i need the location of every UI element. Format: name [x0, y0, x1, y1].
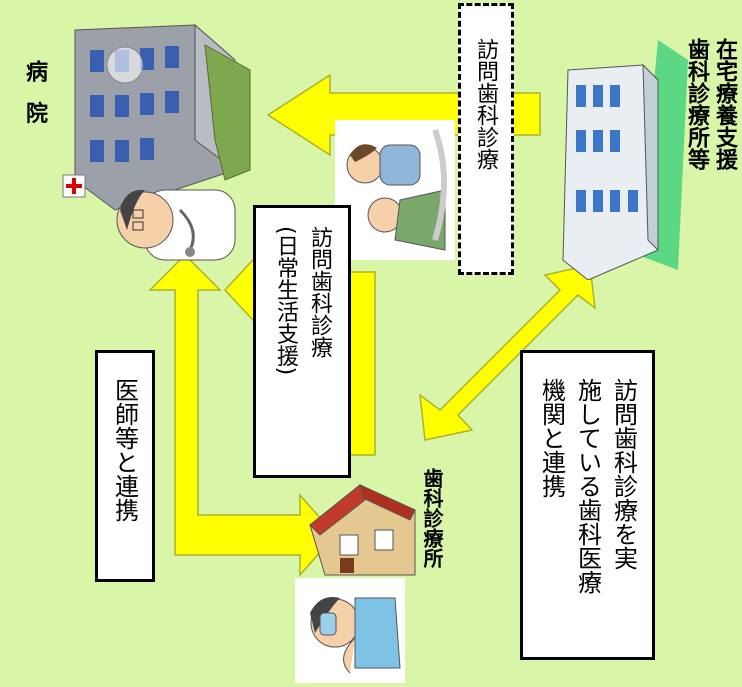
support-clinic-label-line2: 歯科診療所等 — [684, 38, 709, 170]
home-visit-top-label: 訪問歯科診療 — [473, 38, 498, 170]
dental-clinic-label: 歯科診療所 — [420, 468, 444, 568]
hospital-building-icon — [62, 23, 251, 211]
home-visit-daily-text: 訪問歯科診療 (日常生活支援) — [268, 226, 336, 375]
doctor-collab-box: 医師等と連携 — [95, 350, 155, 582]
hospital-label: 病 院 — [22, 60, 47, 130]
collab-line2: 施している歯科医療 — [573, 378, 602, 594]
home-visit-daily-box: 訪問歯科診療 (日常生活支援) — [253, 205, 351, 478]
support-clinic-building-icon — [562, 40, 688, 280]
dentist-icon — [295, 578, 405, 683]
collab-dental-text: 訪問歯科診療を実 施している歯科医療 機関と連携 — [534, 378, 642, 594]
collab-line3: 機関と連携 — [537, 378, 566, 498]
support-clinic-label-line1: 在宅療養支援 — [712, 38, 737, 170]
home-visit-daily-line1: 訪問歯科診療 — [307, 226, 332, 358]
home-visit-daily-line2: (日常生活支援) — [273, 226, 298, 376]
doctor-collab-label: 医師等と連携 — [110, 378, 139, 522]
caregiver-patient-icon — [335, 120, 455, 260]
dental-clinic-house-icon — [309, 484, 416, 576]
support-clinic-label: 在宅療養支援 歯科診療所等 — [682, 38, 738, 170]
collab-line1: 訪問歯科診療を実 — [609, 378, 638, 570]
collab-dental-box: 訪問歯科診療を実 施している歯科医療 機関と連携 — [520, 350, 655, 660]
doctor-icon — [116, 189, 236, 261]
home-visit-top-box: 訪問歯科診療 — [458, 3, 514, 275]
